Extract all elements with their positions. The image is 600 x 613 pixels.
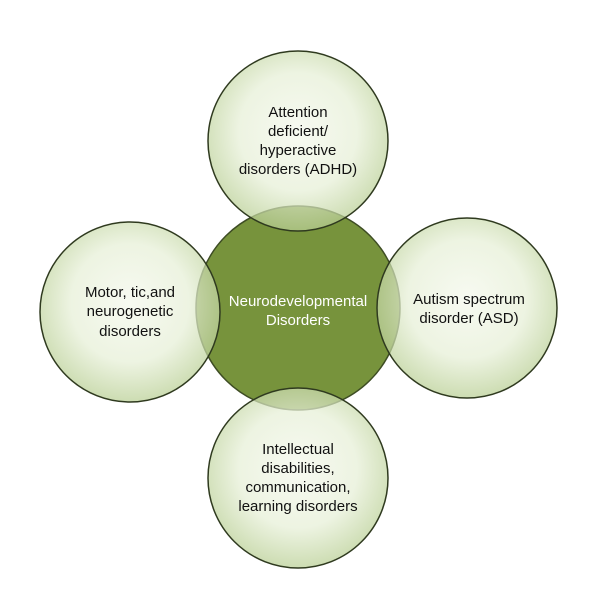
node-circle-left <box>39 221 221 403</box>
node-label-top: Attention deficient/ hyperactive disorde… <box>238 103 358 179</box>
center-label: Neurodevelopmental Disorders <box>228 292 368 329</box>
node-circle-top <box>207 50 389 232</box>
node-label-right: Autism spectrum disorder (ASD) <box>413 290 525 327</box>
node-label-left: Motor, tic,and neurogenetic disorders <box>84 284 176 340</box>
node-circle-right <box>376 217 558 399</box>
node-label-bottom: Intellectual disabilities, communication… <box>238 440 358 516</box>
node-circle-bottom <box>207 387 389 569</box>
